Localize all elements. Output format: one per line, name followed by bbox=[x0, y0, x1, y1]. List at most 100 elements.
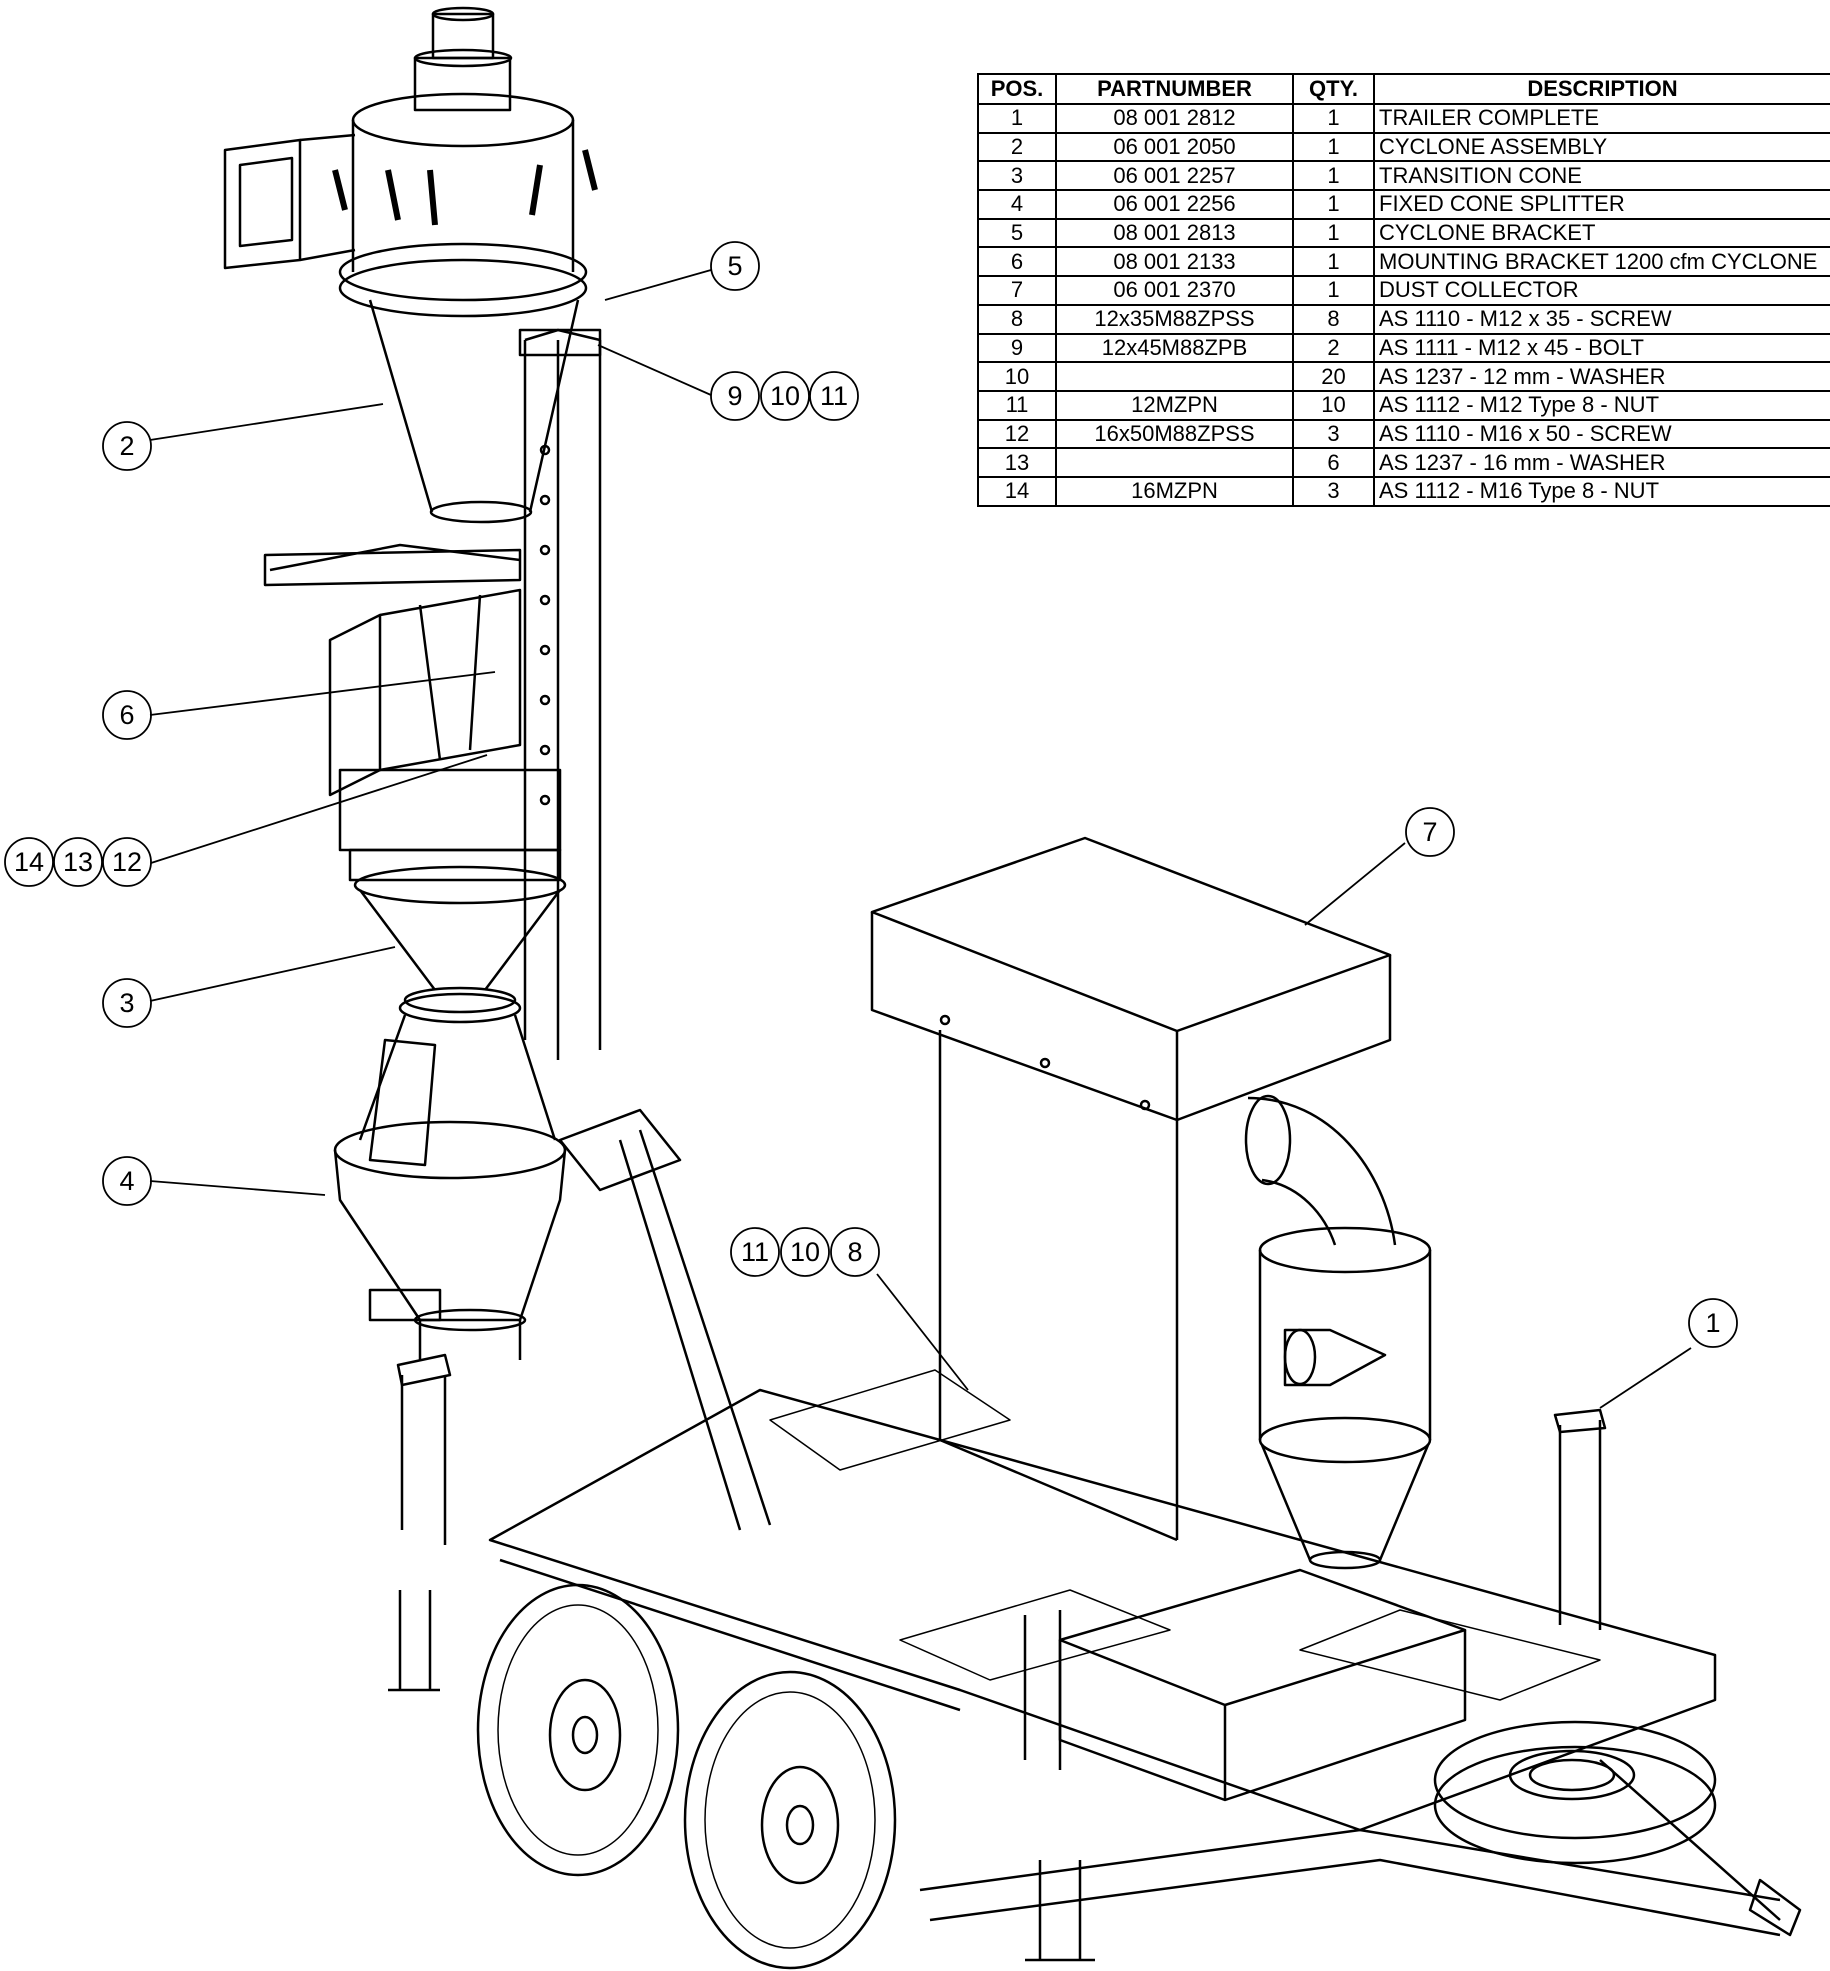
balloon-circles bbox=[4, 241, 1738, 1348]
cell-description: CYCLONE ASSEMBLY bbox=[1373, 131, 1830, 163]
header-partnumber: PARTNUMBER bbox=[1055, 73, 1294, 105]
cell-pos: 14 bbox=[977, 475, 1057, 507]
cell-description: DUST COLLECTOR bbox=[1373, 275, 1830, 306]
cell-qty: 8 bbox=[1292, 303, 1375, 335]
cell-partnumber: 08 001 2812 bbox=[1055, 103, 1294, 134]
cell-pos: 1 bbox=[977, 103, 1057, 134]
header-pos: POS. bbox=[977, 73, 1057, 105]
cell-pos: 4 bbox=[977, 189, 1057, 220]
cell-description: FIXED CONE SPLITTER bbox=[1373, 189, 1830, 220]
cell-partnumber: 08 001 2813 bbox=[1055, 217, 1294, 249]
cell-description: AS 1237 - 16 mm - WASHER bbox=[1373, 447, 1830, 478]
balloon-11-upper: 11 bbox=[820, 381, 848, 411]
balloon-14: 14 bbox=[14, 847, 44, 877]
dust-collector bbox=[870, 836, 1432, 1570]
cell-qty: 10 bbox=[1292, 389, 1375, 421]
balloon-5: 5 bbox=[727, 251, 742, 281]
cell-pos: 7 bbox=[977, 275, 1057, 306]
cell-partnumber: 12x35M88ZPSS bbox=[1055, 303, 1294, 335]
balloon-6: 6 bbox=[119, 700, 134, 730]
balloon-4: 4 bbox=[119, 1166, 134, 1196]
cell-qty: 2 bbox=[1292, 332, 1375, 364]
cell-partnumber bbox=[1055, 447, 1294, 478]
cell-qty: 1 bbox=[1292, 217, 1375, 249]
cell-partnumber: 06 001 2050 bbox=[1055, 131, 1294, 163]
cell-qty: 20 bbox=[1292, 361, 1375, 392]
fixed-cone-splitter bbox=[333, 1014, 567, 1360]
balloon-7: 7 bbox=[1422, 817, 1437, 847]
cell-description: TRAILER COMPLETE bbox=[1373, 103, 1830, 134]
cell-description: TRANSITION CONE bbox=[1373, 160, 1830, 192]
cell-pos: 13 bbox=[977, 447, 1057, 478]
leader-lines bbox=[149, 269, 1692, 1409]
transition-cone bbox=[353, 865, 567, 1024]
cell-qty: 1 bbox=[1292, 275, 1375, 306]
cell-pos: 10 bbox=[977, 361, 1057, 392]
cell-description: MOUNTING BRACKET 1200 cfm CYCLONE bbox=[1373, 246, 1830, 278]
cell-qty: 1 bbox=[1292, 189, 1375, 220]
cell-qty: 1 bbox=[1292, 246, 1375, 278]
cell-description: AS 1237 - 12 mm - WASHER bbox=[1373, 361, 1830, 392]
balloon-9: 9 bbox=[727, 381, 742, 411]
bom-header-row: POS. PARTNUMBER QTY. DESCRIPTION bbox=[977, 73, 1830, 105]
trailer-complete bbox=[388, 1108, 1802, 1970]
mounting-bracket bbox=[263, 543, 562, 882]
cell-qty: 1 bbox=[1292, 103, 1375, 134]
cell-partnumber: 06 001 2370 bbox=[1055, 275, 1294, 306]
balloon-12: 12 bbox=[112, 847, 142, 877]
cell-pos: 11 bbox=[977, 389, 1057, 421]
cell-partnumber: 12x45M88ZPB bbox=[1055, 332, 1294, 364]
cyclone-assembly bbox=[223, 6, 598, 524]
cell-qty: 1 bbox=[1292, 160, 1375, 192]
cell-qty: 6 bbox=[1292, 447, 1375, 478]
cell-pos: 5 bbox=[977, 217, 1057, 249]
cell-partnumber: 06 001 2256 bbox=[1055, 189, 1294, 220]
cell-pos: 9 bbox=[977, 332, 1057, 364]
cell-partnumber: 16MZPN bbox=[1055, 475, 1294, 507]
cell-description: AS 1110 - M12 x 35 - SCREW bbox=[1373, 303, 1830, 335]
cell-qty: 3 bbox=[1292, 475, 1375, 507]
cell-description: AS 1111 - M12 x 45 - BOLT bbox=[1373, 332, 1830, 364]
balloon-10-upper: 10 bbox=[770, 381, 800, 411]
cell-pos: 3 bbox=[977, 160, 1057, 192]
cell-partnumber: 06 001 2257 bbox=[1055, 160, 1294, 192]
balloon-8: 8 bbox=[847, 1237, 862, 1267]
balloon-1: 1 bbox=[1705, 1308, 1720, 1338]
balloon-2: 2 bbox=[119, 431, 134, 461]
cyclone-bracket-column bbox=[518, 328, 602, 1060]
cell-pos: 2 bbox=[977, 131, 1057, 163]
cell-pos: 12 bbox=[977, 418, 1057, 450]
balloon-13: 13 bbox=[63, 847, 93, 877]
header-qty: QTY. bbox=[1292, 73, 1375, 105]
balloon-labels: 1 2 3 4 5 6 7 8 9 10 11 11 10 12 13 14 bbox=[14, 251, 1721, 1338]
cell-qty: 3 bbox=[1292, 418, 1375, 450]
cell-description: AS 1110 - M16 x 50 - SCREW bbox=[1373, 418, 1830, 450]
balloon-11-lower: 11 bbox=[741, 1237, 769, 1267]
cell-partnumber: 08 001 2133 bbox=[1055, 246, 1294, 278]
balloon-10-lower: 10 bbox=[790, 1237, 820, 1267]
cell-partnumber bbox=[1055, 361, 1294, 392]
cell-partnumber: 16x50M88ZPSS bbox=[1055, 418, 1294, 450]
cell-partnumber: 12MZPN bbox=[1055, 389, 1294, 421]
cell-description: AS 1112 - M12 Type 8 - NUT bbox=[1373, 389, 1830, 421]
cell-pos: 8 bbox=[977, 303, 1057, 335]
header-description: DESCRIPTION bbox=[1373, 73, 1830, 105]
cell-description: AS 1112 - M16 Type 8 - NUT bbox=[1373, 475, 1830, 507]
cell-qty: 1 bbox=[1292, 131, 1375, 163]
cell-description: CYCLONE BRACKET bbox=[1373, 217, 1830, 249]
